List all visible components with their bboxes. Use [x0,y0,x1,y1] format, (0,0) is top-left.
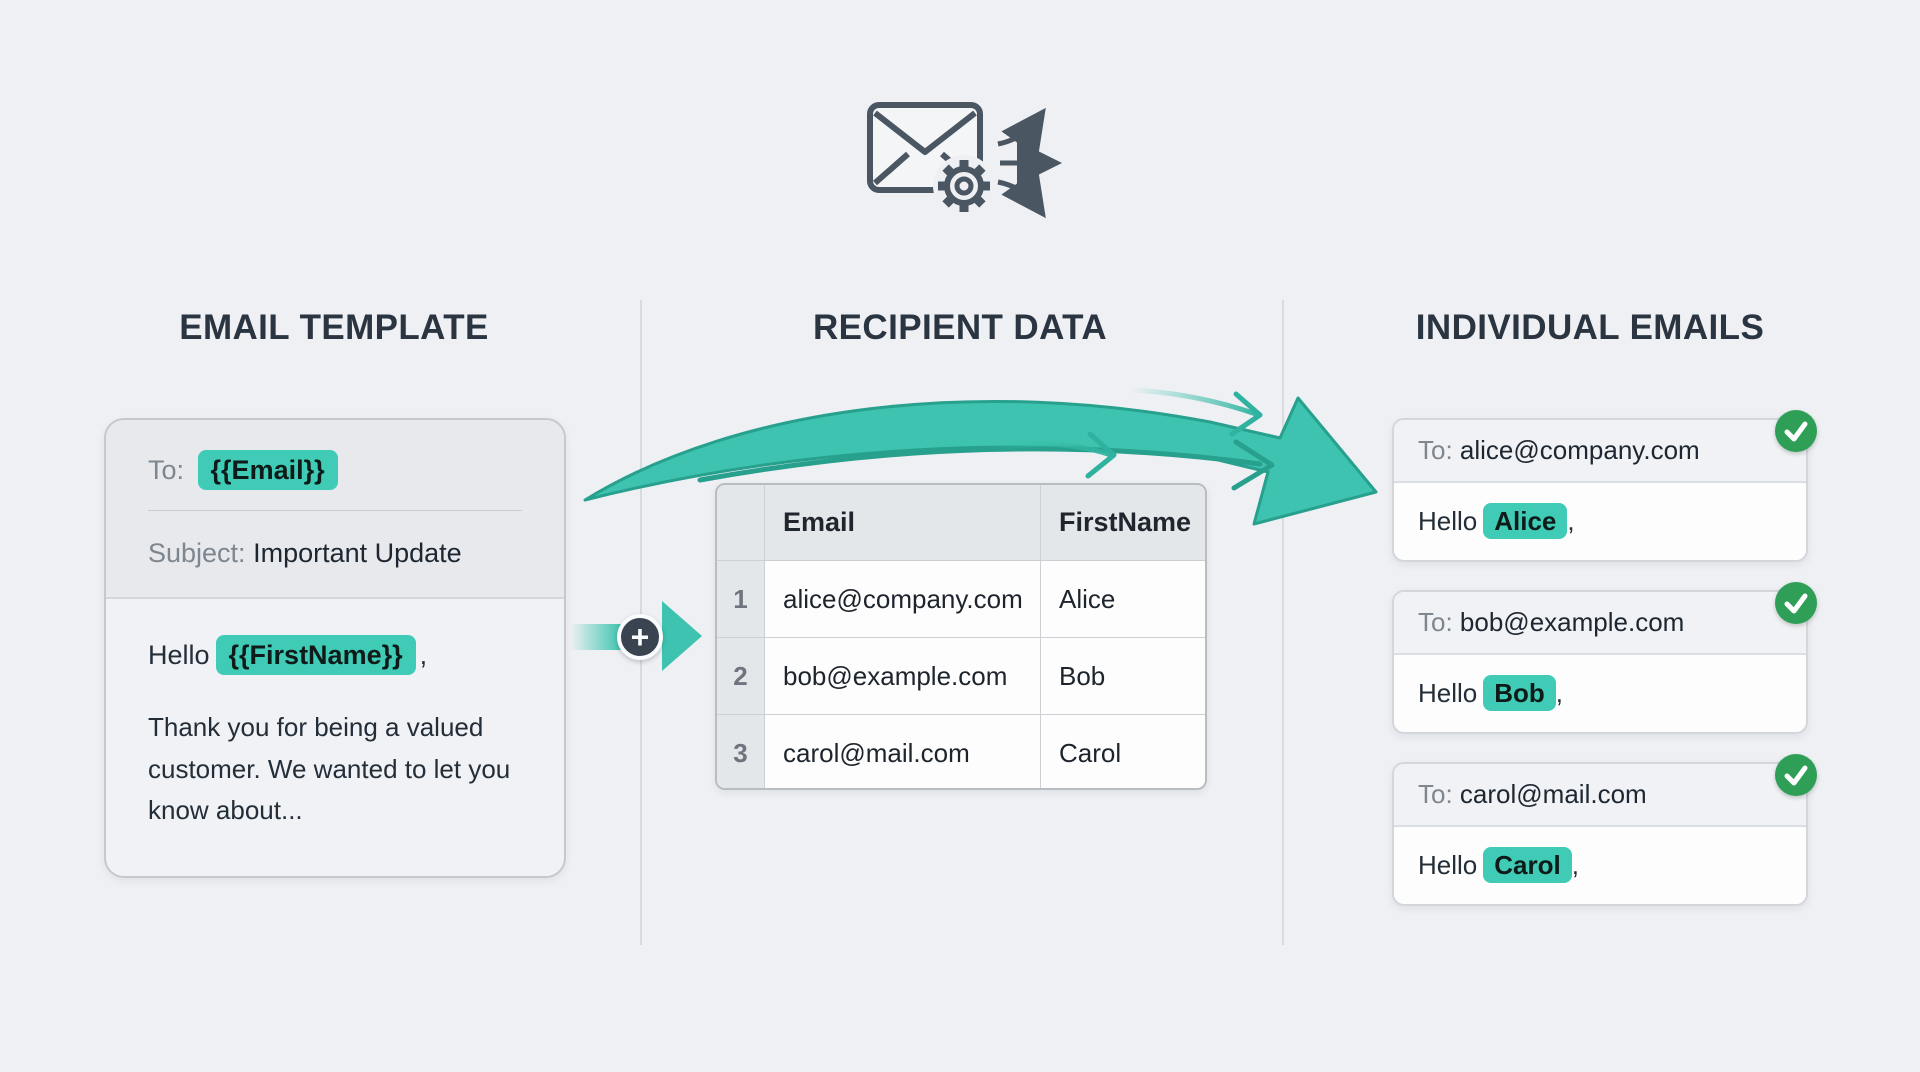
row-number: 1 [717,561,765,638]
row-number: 2 [717,638,765,715]
to-label: To: [1418,779,1453,809]
name-chip: Bob [1483,675,1556,711]
greeting-prefix: Hello [1418,506,1478,536]
gear-icon [933,155,995,217]
email-card-header: To: carol@mail.com [1394,764,1806,827]
template-card-header: To: {{Email}} Subject: Important Update [106,420,564,599]
connector-arrowhead [662,601,702,671]
email-card-header: To: alice@company.com [1394,420,1806,483]
email-card-header: To: bob@example.com [1394,592,1806,655]
subject-value: Important Update [253,538,462,568]
recipient-table: Email FirstName 1 alice@company.com Alic… [715,483,1207,790]
subject-label: Subject: [148,538,246,568]
fanout-arrows-icon [997,107,1062,219]
cell-firstname: Carol [1041,715,1205,788]
template-subject-row: Subject: Important Update [148,533,522,573]
template-card-body: Hello{{FirstName}}, Thank you for being … [106,599,564,868]
column-header-email: Email [765,485,1041,561]
to-label: To: [1418,435,1453,465]
flow-arrow-bottom [982,431,1117,479]
heading-individual-emails: INDIVIDUAL EMAILS [1415,308,1765,347]
template-header-rule [148,510,522,511]
name-chip: Carol [1483,847,1572,883]
flow-arrow-top [1127,387,1263,437]
merge-arrow [583,387,1378,526]
to-label: To: [148,455,185,485]
greeting-suffix: , [1571,850,1579,880]
check-icon [1775,582,1817,624]
greeting-suffix: , [419,640,428,670]
heading-email-template: EMAIL TEMPLATE [179,308,489,347]
cell-firstname: Alice [1041,561,1205,638]
column-header-firstname: FirstName [1041,485,1205,561]
greeting-prefix: Hello [1418,678,1478,708]
email-variable-chip: {{Email}} [197,450,338,490]
to-label: To: [1418,607,1453,637]
cell-email: carol@mail.com [765,715,1041,788]
firstname-variable-chip: {{FirstName}} [215,635,416,675]
merge-arrow-body [583,396,1378,526]
check-icon [1775,754,1817,796]
table-corner-cell [717,485,765,561]
heading-recipient-data: RECIPIENT DATA [812,308,1108,347]
cell-email: bob@example.com [765,638,1041,715]
email-template-card: To: {{Email}} Subject: Important Update … [104,418,566,878]
greeting-suffix: , [1567,506,1575,536]
section-divider-right [1282,300,1284,945]
connector-fade-bar [570,624,622,650]
envelope-gear-fanout-icon [867,102,1062,219]
to-address: bob@example.com [1459,607,1685,637]
name-chip: Alice [1483,503,1568,539]
greeting-prefix: Hello [1418,850,1478,880]
cell-firstname: Bob [1041,638,1205,715]
to-address: alice@company.com [1459,435,1700,465]
to-address: carol@mail.com [1459,779,1647,809]
plus-icon: + [617,614,663,660]
cell-email: alice@company.com [765,561,1041,638]
check-icon [1775,410,1817,452]
greeting-prefix: Hello [148,640,210,670]
template-greeting: Hello{{FirstName}}, [148,635,522,675]
greeting-suffix: , [1555,678,1564,708]
template-body-text: Thank you for being a valued customer. W… [148,712,511,826]
template-to-row: To: {{Email}} [148,450,522,490]
row-number: 3 [717,715,765,788]
